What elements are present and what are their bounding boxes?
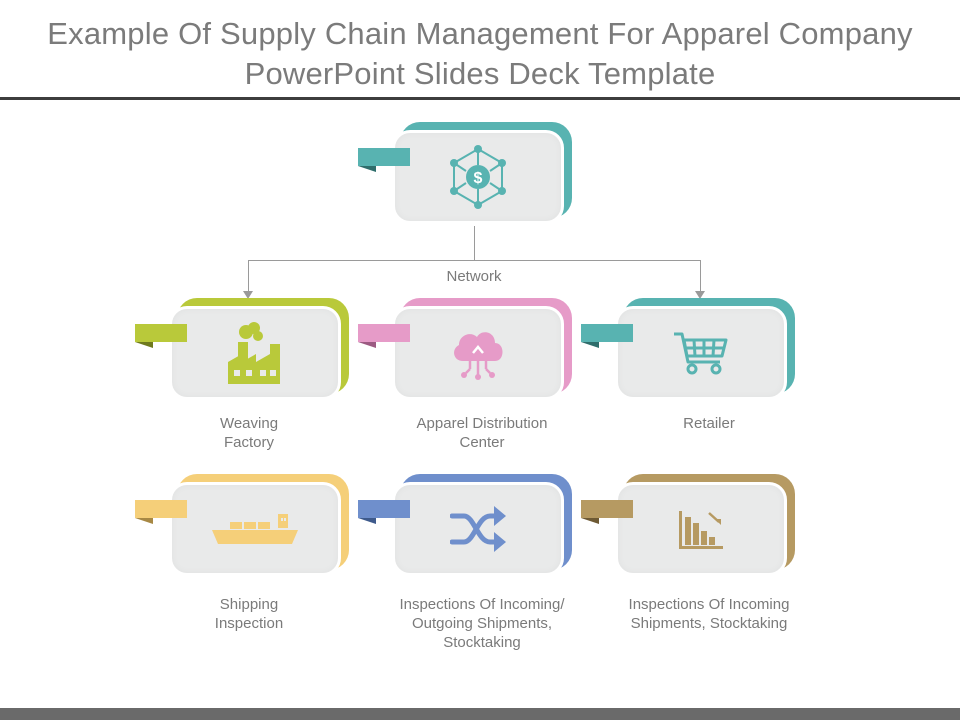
card-shipping-inspection [135, 474, 349, 582]
card-weaving-factory [135, 298, 349, 406]
card-face: $ [392, 130, 564, 224]
network-label: Network [446, 268, 502, 285]
card-inspections-incoming [581, 474, 795, 582]
label-shipping-inspection: Shipping Inspection [214, 596, 284, 632]
card-face [615, 306, 787, 400]
dollar-network-icon: $ [450, 145, 506, 209]
shuffle-icon [450, 506, 506, 552]
card-inspections-incoming-outgoing [358, 474, 572, 582]
color-tab [581, 500, 633, 524]
label-distribution-center: Apparel Distribution Center [416, 415, 548, 451]
color-tab [135, 324, 187, 348]
label-retailer: Retailer [683, 415, 735, 432]
card-face [615, 482, 787, 576]
label-weaving-factory: Weaving Factory [219, 415, 279, 451]
cargo-ship-icon [212, 514, 298, 544]
card-face [169, 482, 341, 576]
footer-bar [0, 708, 960, 720]
title-divider [0, 97, 960, 100]
connector-horizontal [248, 260, 701, 261]
color-tab [358, 148, 410, 172]
card-network-hub: $ [358, 122, 572, 230]
connector-left-drop [248, 260, 249, 292]
card-retailer [581, 298, 795, 406]
color-tab [135, 500, 187, 524]
color-tab [358, 324, 410, 348]
card-face [392, 306, 564, 400]
connector-right-drop [700, 260, 701, 292]
shopping-cart-icon [674, 332, 728, 375]
color-tab [581, 324, 633, 348]
connector-vertical-top [474, 226, 475, 261]
bar-chart-down-icon [679, 511, 723, 549]
svg-text:$: $ [474, 170, 483, 187]
slide-title: Example Of Supply Chain Management For A… [47, 16, 913, 91]
card-distribution-center [358, 298, 572, 406]
label-inspections-incoming: Inspections Of Incoming Shipments, Stock… [628, 596, 790, 632]
cloud-upload-icon [454, 332, 503, 380]
arrow-right [695, 291, 705, 299]
card-face [392, 482, 564, 576]
factory-icon [228, 322, 280, 384]
arrow-left [243, 291, 253, 299]
card-face [169, 306, 341, 400]
color-tab [358, 500, 410, 524]
label-inspections-incoming-outgoing: Inspections Of Incoming/ Outgoing Shipme… [399, 596, 565, 651]
